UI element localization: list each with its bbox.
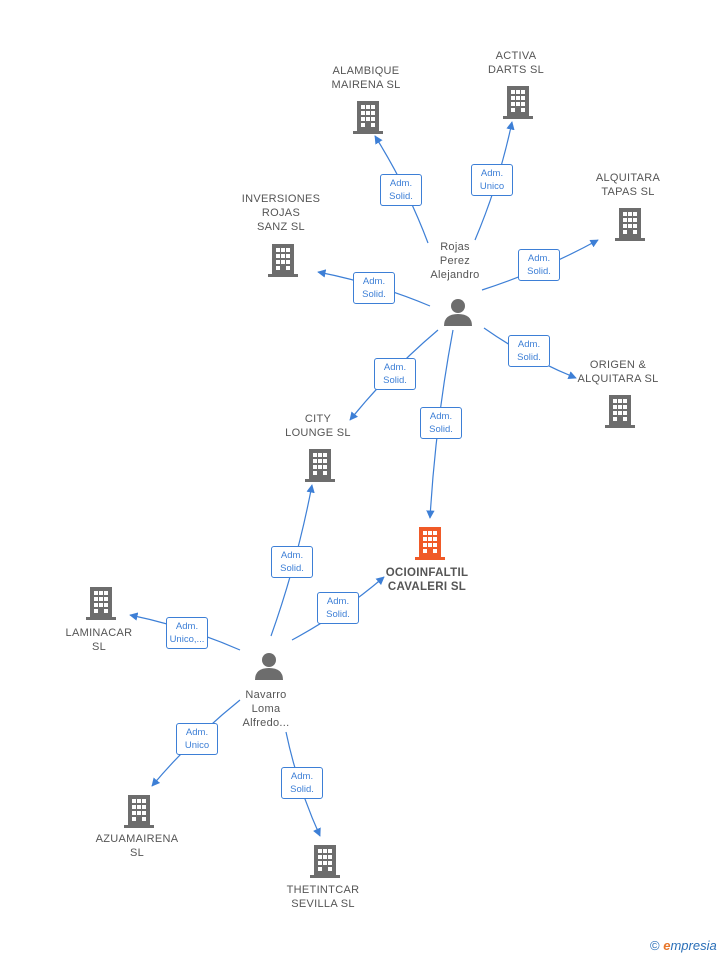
building-icon-ocioinfaltil[interactable] <box>415 527 445 560</box>
relation-badge-line: Adm. <box>480 168 504 179</box>
relation-badge-line: Solid. <box>280 563 304 574</box>
brand-initial: e <box>663 938 671 953</box>
relation-badge-line: Adm. <box>389 178 413 189</box>
company-label-city[interactable]: CITY LOUNGE SL <box>285 413 351 439</box>
relation-badge-line: Adm. <box>383 362 407 373</box>
relation-badge-navarro-laminacar[interactable]: Adm. Unico,... <box>166 617 208 649</box>
relation-badge-line: Solid. <box>290 784 314 795</box>
person-icon-navarro[interactable] <box>255 653 283 680</box>
relation-badge-line: Adm. <box>175 621 199 632</box>
relation-badge-line: Solid. <box>389 191 413 202</box>
relation-badge-line: Adm. <box>527 253 551 264</box>
relation-badge-rojas-city[interactable]: Adm. Solid. <box>374 358 416 390</box>
relation-badge-rojas-origen[interactable]: Adm. Solid. <box>508 335 550 367</box>
relation-badge-navarro-thetintcar[interactable]: Adm. Solid. <box>281 767 323 799</box>
relation-badge-line: Solid. <box>429 424 453 435</box>
relation-badge-rojas-alambique[interactable]: Adm. Solid. <box>380 174 422 206</box>
building-icon-inversiones[interactable] <box>268 244 298 277</box>
building-icon-alambique[interactable] <box>353 101 383 134</box>
company-label-laminacar[interactable]: LAMINACAR SL <box>65 627 133 653</box>
company-label-thetintcar[interactable]: THETINTCAR SEVILLA SL <box>286 884 360 910</box>
relation-badge-navarro-azuamairena[interactable]: Adm. Unico <box>176 723 218 755</box>
relation-badge-line: Solid. <box>362 289 386 300</box>
relation-badge-line: Solid. <box>517 352 541 363</box>
relation-badge-navarro-ocioinfaltil[interactable]: Adm. Solid. <box>317 592 359 624</box>
relation-badge-line: Adm. <box>517 339 541 350</box>
relation-badge-rojas-activa[interactable]: Adm. Unico <box>471 164 513 196</box>
building-icon-activa[interactable] <box>503 86 533 119</box>
building-icon-thetintcar[interactable] <box>310 845 340 878</box>
company-label-azuamairena[interactable]: AZUAMAIRENA SL <box>95 833 179 859</box>
building-icon-origen[interactable] <box>605 395 635 428</box>
relation-badge-line: Adm. <box>429 411 453 422</box>
relation-badge-line: Solid. <box>383 375 407 386</box>
building-icon-azuamairena[interactable] <box>124 795 154 828</box>
building-icon-alquitara_tapas[interactable] <box>615 208 645 241</box>
relation-badge-line: Unico,... <box>169 634 205 645</box>
relation-badge-line: Adm. <box>362 276 386 287</box>
relation-badge-rojas-inversiones[interactable]: Adm. Solid. <box>353 272 395 304</box>
company-label-ocioinfaltil[interactable]: OCIOINFALTIL CAVALERI SL <box>385 567 469 593</box>
copyright-icon: © <box>650 938 660 953</box>
company-label-alambique[interactable]: ALAMBIQUE MAIRENA SL <box>331 65 401 91</box>
brand-name: mpresia <box>670 938 717 953</box>
relation-badge-line: Solid. <box>527 266 551 277</box>
relation-badge-line: Unico <box>184 740 210 751</box>
relation-badge-line: Solid. <box>326 609 350 620</box>
person-label-rojas[interactable]: Rojas Perez Alejandro <box>430 241 480 281</box>
company-label-activa[interactable]: ACTIVA DARTS SL <box>488 50 544 76</box>
company-label-inversiones[interactable]: INVERSIONES ROJAS SANZ SL <box>241 193 321 233</box>
relation-badge-line: Adm. <box>326 596 350 607</box>
building-icon-city[interactable] <box>305 449 335 482</box>
building-icon-laminacar[interactable] <box>86 587 116 620</box>
relation-badge-line: Unico <box>479 181 505 192</box>
relation-badge-line: Adm. <box>290 771 314 782</box>
person-label-navarro[interactable]: Navarro Loma Alfredo... <box>242 689 290 729</box>
relation-badge-line: Adm. <box>280 550 304 561</box>
relation-badge-navarro-city[interactable]: Adm. Solid. <box>271 546 313 578</box>
relation-badge-rojas-ocioinfaltil[interactable]: Adm. Solid. <box>420 407 462 439</box>
relation-badge-rojas-alquitara_tapas[interactable]: Adm. Solid. <box>518 249 560 281</box>
footer-brand: © empresia <box>650 938 717 953</box>
person-icon-rojas[interactable] <box>444 299 472 326</box>
relation-badge-line: Adm. <box>185 727 209 738</box>
company-label-alquitara_tapas[interactable]: ALQUITARA TAPAS SL <box>595 172 661 198</box>
company-label-origen[interactable]: ORIGEN & ALQUITARA SL <box>577 359 659 385</box>
